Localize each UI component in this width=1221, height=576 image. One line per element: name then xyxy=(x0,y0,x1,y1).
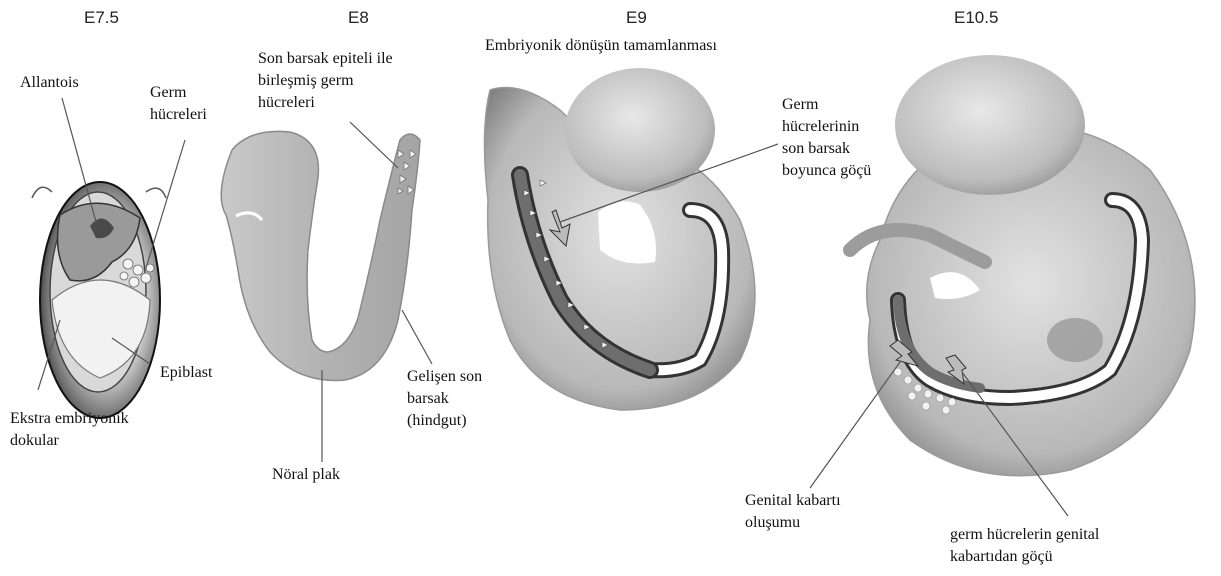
leader-developing-hindgut xyxy=(402,310,432,364)
stage-label-e105: E10.5 xyxy=(954,8,998,28)
leader-genital-ridge xyxy=(810,362,900,488)
e8-neural-plate xyxy=(221,131,420,380)
e75-embryo xyxy=(32,182,166,418)
label-germ-cells: Germ hücreleri xyxy=(150,82,207,126)
stage-label-e9: E9 xyxy=(626,8,647,28)
e105-head xyxy=(895,55,1085,195)
e8-embryo xyxy=(221,131,420,380)
stage-label-e8: E8 xyxy=(348,8,369,28)
label-developing-hindgut: Gelişen son barsak (hindgut) xyxy=(407,366,482,432)
e105-embryo xyxy=(850,55,1195,476)
label-extra-embryonic: Ekstra embriyonik dokular xyxy=(10,408,129,452)
leader-germ-cells xyxy=(146,140,185,268)
label-turning-complete: Embriyonik dönüşün tamamlanması xyxy=(485,35,717,57)
label-epiblast: Epiblast xyxy=(160,362,212,384)
label-neural-plate: Nöral plak xyxy=(272,464,340,486)
label-allantois: Allantois xyxy=(20,72,79,94)
label-genital-ridge-formation: Genital kabartı oluşumu xyxy=(745,490,841,534)
leader-fused-germ-cells xyxy=(350,122,398,168)
e9-head xyxy=(565,68,715,192)
label-hindgut-migration: Germ hücrelerinin son barsak boyunca göç… xyxy=(782,94,871,182)
label-ridge-migration: germ hücrelerin genital kabartıdan göçü xyxy=(950,524,1099,568)
label-fused-germ-cells: Son barsak epiteli ile birleşmiş germ hü… xyxy=(258,48,393,114)
stage-label-e75: E7.5 xyxy=(84,8,119,28)
e9-embryo xyxy=(484,68,755,410)
